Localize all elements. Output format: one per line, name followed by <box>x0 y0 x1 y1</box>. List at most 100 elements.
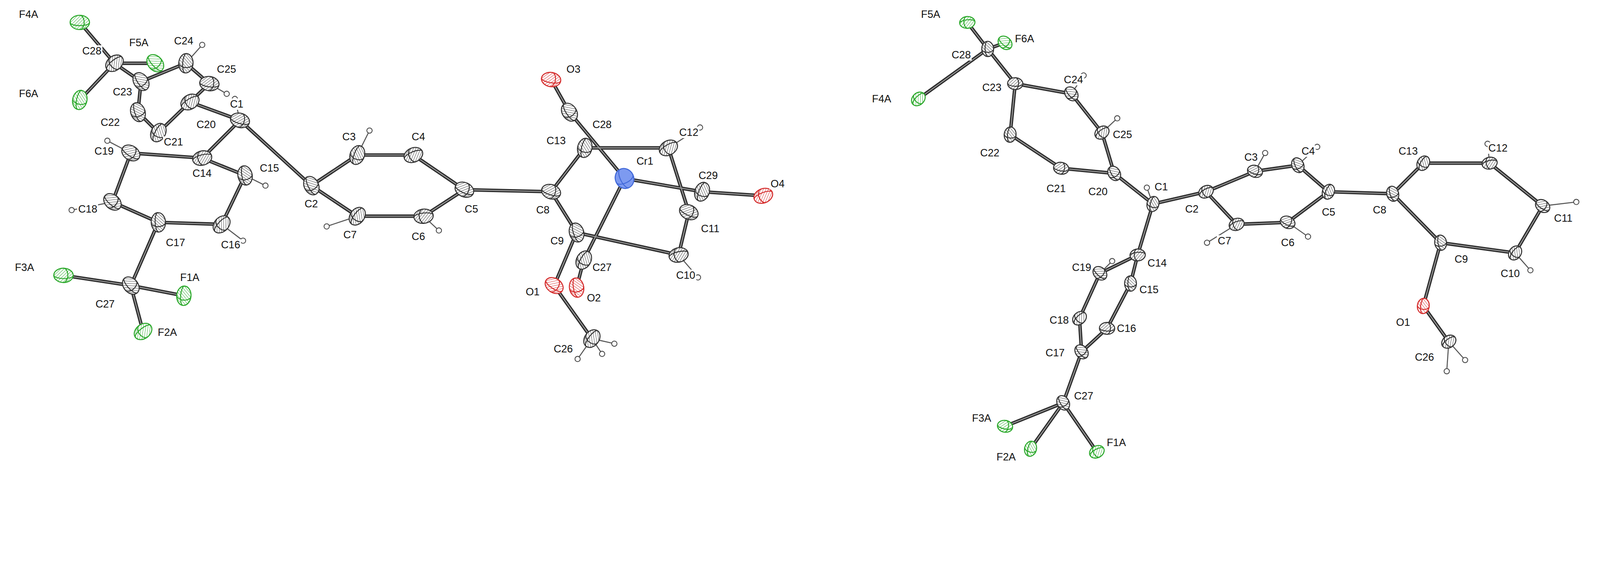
bond-shade <box>583 178 625 261</box>
atom-ellipse <box>209 212 234 237</box>
principal-ellipse <box>74 89 82 110</box>
thermal-ellipsoid <box>1480 155 1499 171</box>
atom-label: C24 <box>173 35 195 47</box>
atoms <box>53 15 1553 461</box>
atom-label: C1 <box>229 98 245 110</box>
thermal-ellipsoid <box>1003 126 1017 143</box>
thermal-ellipsoid <box>1129 248 1146 262</box>
principal-ellipse <box>135 77 150 90</box>
principal-ellipse <box>1146 202 1159 209</box>
atom-label: C14 <box>1146 257 1168 269</box>
thermal-ellipsoid <box>1277 213 1297 231</box>
thermal-ellipsoid <box>1433 234 1448 252</box>
atom-ellipse <box>345 204 370 229</box>
atom-label: C5 <box>464 203 480 215</box>
thermal-ellipsoid <box>53 267 74 283</box>
atom-ellipse <box>995 33 1015 53</box>
bond <box>1063 403 1097 452</box>
atom-ellipse <box>1277 213 1297 231</box>
principal-ellipse <box>199 82 219 89</box>
atom-label: C4 <box>410 131 427 143</box>
principal-ellipse <box>1508 245 1520 259</box>
atom-label: C25 <box>1111 128 1133 141</box>
thermal-ellipsoid <box>1054 393 1073 413</box>
principal-ellipse <box>1148 196 1155 212</box>
principal-ellipse <box>1386 192 1400 199</box>
principal-ellipse <box>154 212 160 233</box>
principal-ellipse <box>53 275 74 279</box>
principal-ellipse <box>549 184 558 200</box>
atom-ellipse <box>1416 297 1431 315</box>
thermal-ellipsoid <box>209 212 234 237</box>
thermal-ellipsoid <box>300 173 323 198</box>
atom-ellipse <box>575 136 594 160</box>
atom-label: O4 <box>769 178 786 190</box>
principal-ellipse <box>541 77 561 85</box>
atom-label: C5 <box>1321 206 1337 218</box>
thermal-ellipsoid <box>558 100 581 125</box>
thermal-ellipsoid <box>996 419 1014 434</box>
principal-ellipse <box>1440 335 1455 347</box>
atom-label: C28 <box>591 118 613 131</box>
atom-ellipse <box>1320 182 1337 202</box>
bond-shade <box>464 189 552 192</box>
principal-ellipse <box>1436 235 1442 251</box>
atom-label: C11 <box>700 223 721 235</box>
principal-ellipse <box>179 285 185 306</box>
principal-ellipse <box>131 102 141 123</box>
thermal-ellipsoid <box>539 182 563 202</box>
hydrogen-atom <box>1444 368 1450 374</box>
principal-ellipse <box>996 424 1013 431</box>
principal-ellipse <box>1058 400 1071 410</box>
atom-ellipse <box>1145 195 1161 214</box>
principal-ellipse <box>176 295 192 302</box>
principal-ellipse <box>1279 219 1295 229</box>
thermal-ellipsoid <box>118 273 143 298</box>
atom-ellipse <box>118 273 143 298</box>
thermal-ellipsoid <box>143 51 167 76</box>
hydrogen-atom <box>68 207 75 213</box>
bond <box>1010 134 1062 169</box>
thermal-ellipsoid <box>656 136 681 160</box>
atom-ellipse <box>540 71 562 89</box>
thermal-ellipsoid <box>176 285 193 306</box>
atom-label: C13 <box>1397 145 1419 157</box>
atom-ellipse <box>542 274 567 298</box>
principal-ellipse <box>1091 446 1100 459</box>
principal-ellipse <box>1284 216 1294 230</box>
atom-label: C23 <box>111 86 133 98</box>
principal-ellipse <box>1129 251 1146 256</box>
atom-label: O1 <box>1395 316 1411 329</box>
hydrogen-atom <box>1573 199 1580 205</box>
atom-label: C10 <box>1499 267 1521 280</box>
principal-ellipse <box>349 152 364 162</box>
bond-shade <box>1515 206 1543 254</box>
atom-ellipse <box>1022 440 1038 458</box>
atom-label: C28 <box>950 49 972 61</box>
principal-ellipse <box>1026 440 1033 457</box>
bond <box>583 178 625 261</box>
principal-ellipse <box>196 151 204 167</box>
atom-ellipse <box>1054 393 1073 413</box>
principal-ellipse <box>1107 166 1119 182</box>
principal-ellipse <box>1003 420 1010 433</box>
thermal-ellipsoid <box>128 100 148 124</box>
principal-ellipse <box>563 108 578 120</box>
bond <box>158 222 222 225</box>
principal-ellipse <box>454 185 474 197</box>
atom-label: C3 <box>341 131 357 143</box>
atom-ellipse <box>1439 332 1459 352</box>
atom-ellipse <box>150 212 167 233</box>
thermal-ellipsoid <box>70 15 90 30</box>
thermal-ellipsoid <box>118 141 143 164</box>
principal-ellipse <box>1419 298 1424 314</box>
principal-ellipse <box>984 41 988 57</box>
atom-label: C27 <box>591 261 613 274</box>
atom-label: C9 <box>1453 253 1469 265</box>
thermal-ellipsoid <box>1439 332 1459 352</box>
principal-ellipse <box>192 152 212 161</box>
principal-ellipse <box>540 189 561 198</box>
thermal-ellipsoid <box>1052 161 1070 176</box>
atom-ellipse <box>128 100 148 124</box>
atom-ellipse <box>1124 275 1137 292</box>
